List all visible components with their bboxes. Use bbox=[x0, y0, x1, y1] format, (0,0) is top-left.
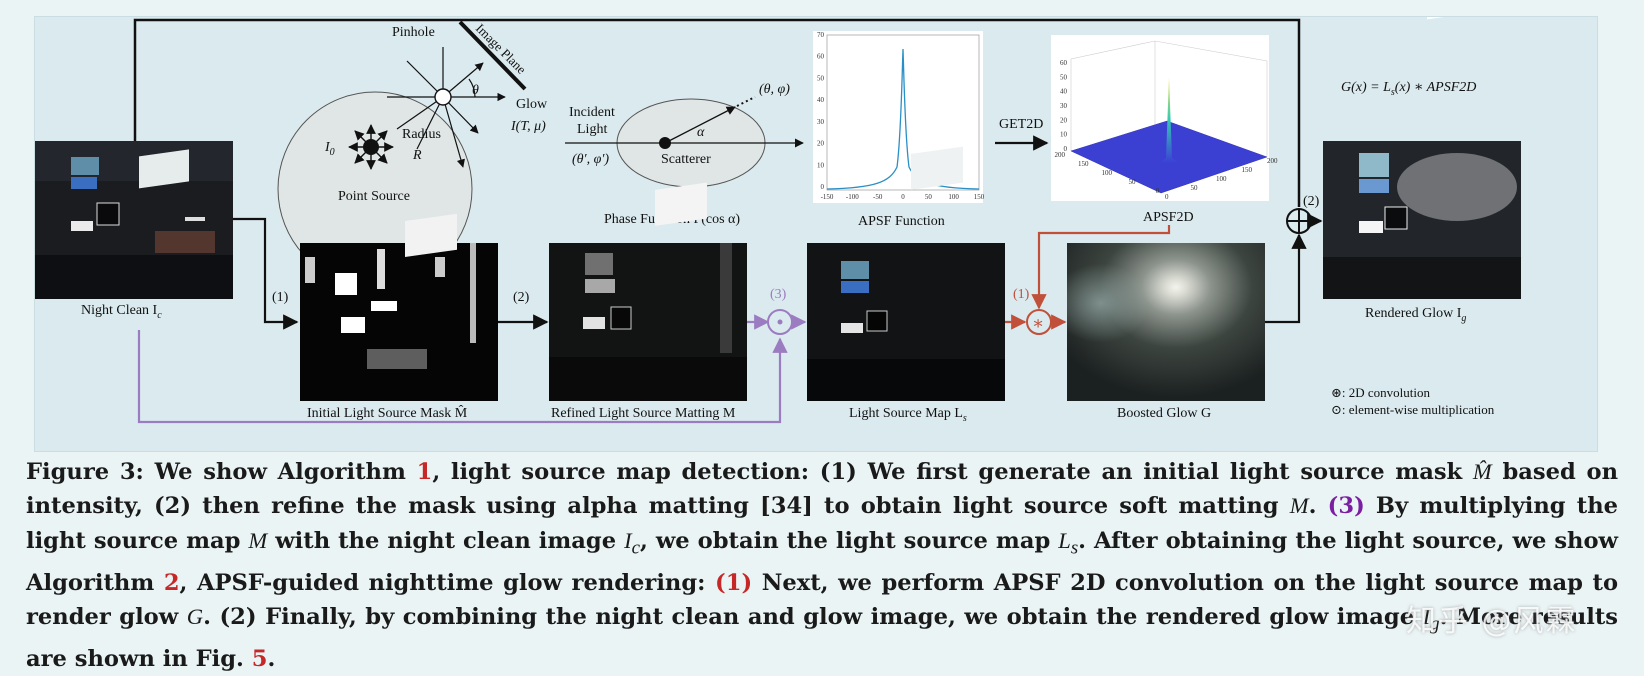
apsf-y-tick: 70 bbox=[817, 31, 825, 39]
apsf2d-z-tick: 10 bbox=[1060, 131, 1068, 139]
skip-connection-line bbox=[133, 18, 1301, 207]
glow-label: Glow bbox=[516, 97, 548, 112]
alpha-label: α bbox=[697, 125, 705, 140]
night-clean-to-multiply-line bbox=[137, 330, 788, 424]
apsf2d-y-tick: 50 bbox=[1191, 184, 1199, 192]
apsf2d-z-tick: 60 bbox=[1060, 59, 1068, 67]
apsf2d-z-tick: 40 bbox=[1060, 88, 1068, 96]
apsf2d-y-tick: 150 bbox=[1242, 166, 1253, 174]
scatterer-label: Scatterer bbox=[661, 152, 711, 167]
apsf2d-y-tick: 200 bbox=[1267, 157, 1278, 165]
step1-conv-label: (1) bbox=[1013, 287, 1030, 302]
apsf-y-tick: 10 bbox=[817, 161, 825, 169]
scatterer-dot bbox=[659, 137, 671, 149]
i0-label: I0 bbox=[324, 140, 335, 158]
algorithm-2-link[interactable]: 2 bbox=[163, 569, 180, 596]
figure-caption: Figure 3: We show Algorithm 1, light sou… bbox=[26, 459, 1619, 673]
theta-label: θ bbox=[472, 83, 479, 98]
apsf-x-tick: 150 bbox=[974, 193, 985, 201]
radius-label: Radius bbox=[402, 127, 441, 142]
apsf-y-tick: 40 bbox=[817, 96, 825, 104]
boosted-glow-label: Boosted Glow G bbox=[1117, 406, 1211, 421]
rendered-glow-label: Rendered Glow Ig bbox=[1365, 306, 1466, 324]
apsf2d-z-tick: 0 bbox=[1064, 145, 1068, 153]
apsf2d-x-tick: 100 bbox=[1102, 169, 1113, 177]
figure-5-link[interactable]: 5 bbox=[251, 646, 268, 673]
apsf2d-x-tick: 0 bbox=[1156, 187, 1160, 195]
legend-multiplication: ⊙: element-wise multiplication bbox=[1331, 402, 1495, 417]
apsf-y-tick: 30 bbox=[817, 118, 825, 126]
apsf-y-tick: 50 bbox=[817, 74, 825, 82]
image-plane-line bbox=[458, 20, 527, 91]
apsf-x-tick: 0 bbox=[901, 193, 905, 201]
legend-convolution: ⊛: 2D convolution bbox=[1331, 385, 1430, 400]
apsf-x-tick: 50 bbox=[925, 193, 933, 201]
initial-mask-image bbox=[300, 213, 498, 401]
step2-matting-label: (2) bbox=[513, 290, 530, 305]
incident-label: Incident bbox=[569, 105, 615, 120]
apsf2d-z-tick: 30 bbox=[1060, 102, 1068, 110]
light-source-map-image bbox=[807, 146, 1005, 401]
watermark: 知乎 @风霖 bbox=[1406, 604, 1578, 639]
night-clean-image bbox=[35, 141, 233, 299]
pinhole-label: Pinhole bbox=[392, 25, 435, 40]
apsf2d-label: APSF2D bbox=[1143, 210, 1194, 225]
svg-text:∗: ∗ bbox=[1032, 313, 1044, 333]
apsf2d-x-tick: 200 bbox=[1055, 151, 1066, 159]
light-source-map-label: Light Source Map Ls bbox=[849, 406, 967, 424]
figure-diagram: Pinhole Image Plane θ Glow I(T, μ) Radiu… bbox=[35, 0, 1521, 424]
glow-equation-label: I(T, μ) bbox=[510, 119, 546, 134]
refined-matting-label: Refined Light Source Matting M bbox=[551, 406, 736, 421]
step3-multiply-label: (3) bbox=[770, 287, 787, 302]
step1-mask-label: (1) bbox=[272, 290, 289, 305]
rendered-glow-image bbox=[1323, 0, 1521, 299]
figure-panel: Pinhole Image Plane θ Glow I(T, μ) Radiu… bbox=[34, 0, 1598, 452]
apsf2d-peak bbox=[1159, 77, 1179, 163]
theta-phi-label: (θ, φ) bbox=[759, 82, 790, 97]
night-clean-label: Night Clean Ic bbox=[81, 303, 162, 321]
apsf2d-y-tick: 0 bbox=[1165, 193, 1169, 201]
refined-matting-image bbox=[549, 182, 747, 401]
apsf-y-tick: 0 bbox=[821, 183, 825, 191]
apsf2d-x-tick: 150 bbox=[1078, 160, 1089, 168]
light-label: Light bbox=[577, 122, 607, 137]
apsf2d-z-tick: 20 bbox=[1060, 116, 1068, 124]
boosted-glow-image bbox=[1067, 243, 1265, 401]
radius-symbol: R bbox=[412, 148, 422, 163]
step2-sum-label: (2) bbox=[1303, 194, 1320, 209]
apsf2d-z-tick: 50 bbox=[1060, 73, 1068, 81]
apsf-y-tick: 60 bbox=[817, 53, 825, 61]
theta-phi-prime-label: (θ′, φ′) bbox=[572, 152, 609, 167]
point-source-label: Point Source bbox=[338, 189, 410, 204]
initial-mask-label: Initial Light Source Mask M̂ bbox=[307, 404, 468, 421]
apsf-x-tick: 100 bbox=[948, 193, 959, 201]
pinhole-circle bbox=[434, 88, 452, 106]
algorithm-1-link[interactable]: 1 bbox=[416, 459, 433, 485]
apsf2d-y-tick: 100 bbox=[1216, 175, 1227, 183]
get2d-label: GET2D bbox=[999, 117, 1043, 132]
glow-formula: G(x) = Ls(x) ∗ APSF2D bbox=[1341, 80, 1476, 98]
apsf-x-tick: -150 bbox=[821, 193, 834, 201]
apsf-x-tick: -50 bbox=[873, 193, 883, 201]
apsf2d-to-conv-line bbox=[1031, 225, 1171, 310]
apsf-x-tick: -100 bbox=[846, 193, 859, 201]
apsf-function-label: APSF Function bbox=[858, 214, 945, 229]
apsf2d-x-tick: 50 bbox=[1129, 178, 1137, 186]
image-plane-label: Image Plane bbox=[473, 21, 529, 77]
apsf-y-tick: 20 bbox=[817, 140, 825, 148]
